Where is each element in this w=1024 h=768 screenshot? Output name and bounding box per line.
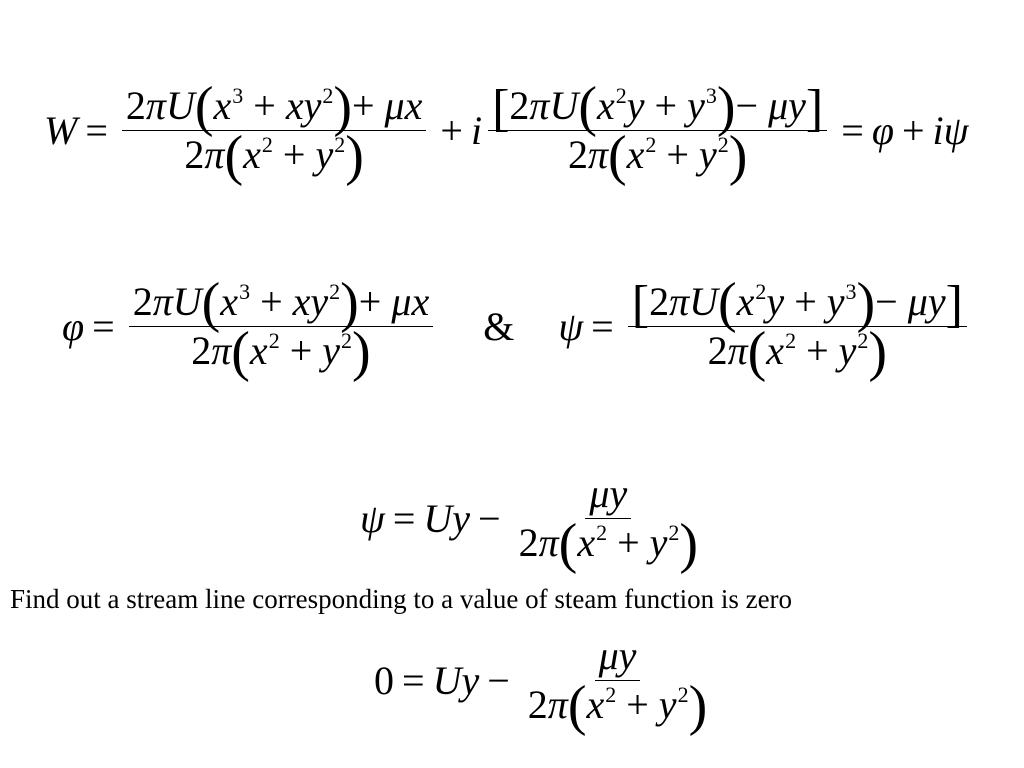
fraction-doublet-term-zero: μy 2π(x2 + y2)	[527, 633, 708, 737]
instruction-text: Find out a stream line corresponding to …	[10, 584, 793, 614]
fraction-real-part: 2πU(x3 + xy2)+ μx 2π(x2 + y2)	[121, 79, 427, 184]
fraction-phi: 2πU(x3 + xy2)+ μx 2π(x2 + y2)	[128, 275, 434, 380]
equation-stream-function: ψ=Uy− μy 2π(x2 + y2)	[360, 471, 708, 575]
fraction-doublet-term: μy 2π(x2 + y2)	[518, 471, 699, 575]
fraction-psi: [2πU(x2y + y3)− μy] 2π(x2 + y2)	[627, 275, 967, 380]
fraction-imaginary-part: [2πU(x2y + y3)− μy] 2π(x2 + y2)	[488, 79, 828, 184]
equation-potential-and-stream: φ= 2πU(x3 + xy2)+ μx 2π(x2 + y2) & ψ= [2…	[62, 275, 973, 380]
equation-zero-stream-line: 0=Uy− μy 2π(x2 + y2)	[374, 633, 717, 737]
equation-complex-potential: W= 2πU(x3 + xy2)+ μx 2π(x2 + y2) +i [2πU…	[44, 76, 969, 187]
